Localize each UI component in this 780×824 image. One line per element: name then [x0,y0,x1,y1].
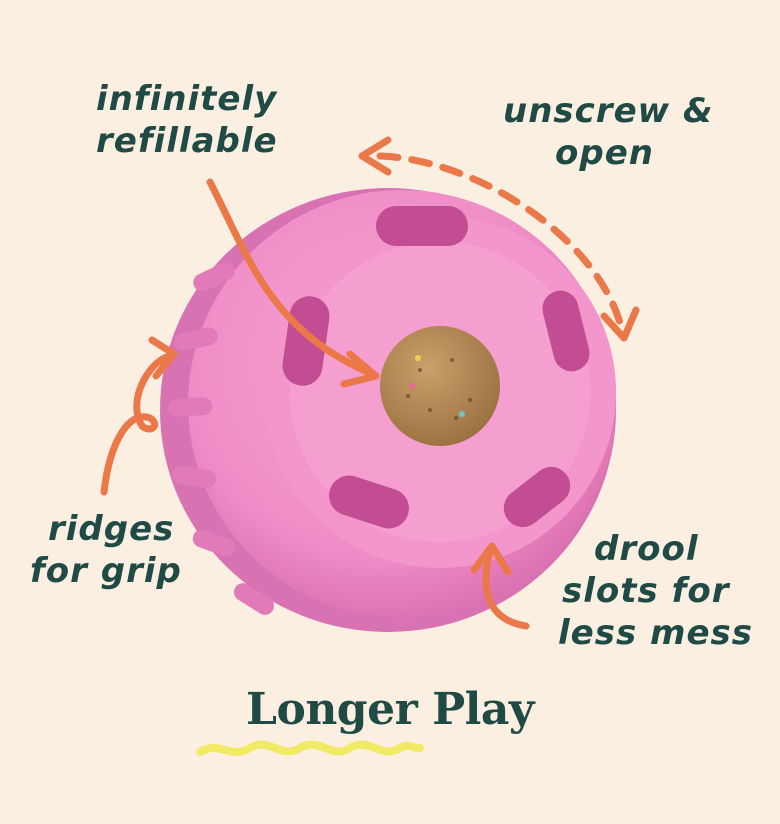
drool-arrow [482,548,530,630]
callout-refillable-line1: infinitely [96,79,278,119]
callout-refillable-line2: refillable [96,121,278,161]
callout-drool: drool slots for less mess [558,528,753,654]
unscrew-arrow [376,152,626,334]
callout-unscrew-line2: open [555,133,654,173]
callout-drool-line3: less mess [558,613,753,653]
ridges-arrow [100,352,174,496]
callout-ridges-line2: for grip [30,551,182,591]
callout-ridges-line1: ridges [48,509,175,549]
toy-ball [160,188,616,632]
headline-squiggle [196,740,424,756]
callout-unscrew: unscrew & open [503,90,714,174]
refill-arrow [206,178,376,378]
callout-ridges: ridges for grip [30,508,182,592]
drool-slots [282,206,590,529]
grip-ridges [168,262,275,615]
headline: Longer Play [246,684,534,735]
callout-unscrew-line1: unscrew & [503,91,714,131]
callout-drool-line2: slots for [562,571,730,611]
callout-refillable: infinitely refillable [96,78,278,162]
callout-drool-line1: drool [594,529,699,569]
treat [380,326,500,446]
